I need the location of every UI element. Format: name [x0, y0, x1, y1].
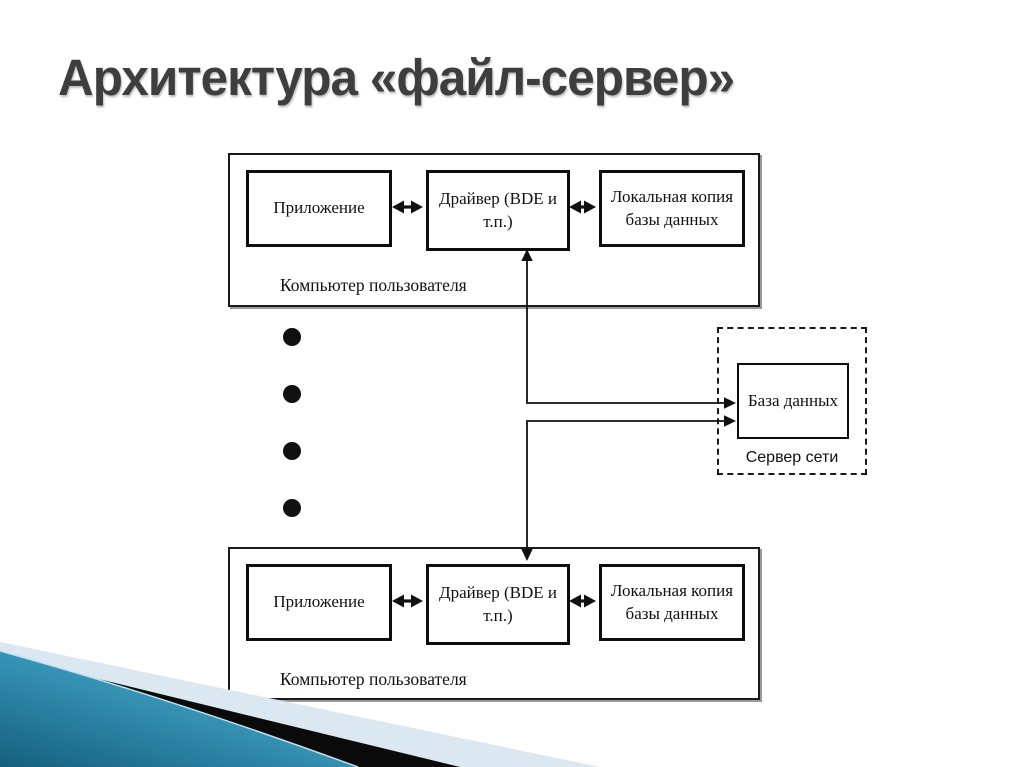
application-box-top: Приложение	[246, 170, 392, 247]
connector-bottom-driver-to-database	[521, 415, 736, 561]
database-label: База данных	[747, 390, 839, 410]
user-computer-label-top: Компьютер пользователя	[280, 275, 467, 295]
driver-box-bottom: Драйвер (BDE и т.п.)	[426, 564, 570, 645]
local-db-copy-box-bottom: Локальная копия базы данных	[599, 564, 745, 641]
local-copy-label-line2: базы данных	[625, 603, 719, 623]
local-copy-label-line1: Локальная копия	[610, 580, 734, 600]
user-computer-group-top: Приложение Драйвер (BDE и т.п.) Локальна…	[228, 153, 760, 307]
application-label: Приложение	[273, 198, 365, 218]
user-computer-group-bottom: Приложение Драйвер (BDE и т.п.) Локальна…	[228, 547, 760, 700]
database-box: База данных	[737, 363, 849, 439]
ellipsis-dot	[283, 442, 301, 460]
local-copy-label-line2: базы данных	[625, 209, 719, 229]
vertical-ellipsis-icon	[283, 328, 301, 517]
driver-label-line2: т.п.)	[483, 211, 513, 231]
driver-label-line2: т.п.)	[483, 605, 513, 625]
slide-title: Архитектура «файл-сервер»	[58, 49, 735, 106]
driver-label-line1: Драйвер (BDE и	[439, 582, 557, 602]
user-computer-label-bottom: Компьютер пользователя	[280, 669, 467, 689]
network-server-label: Сервер сети	[745, 449, 839, 466]
application-label: Приложение	[273, 592, 365, 612]
ellipsis-dot	[283, 328, 301, 346]
network-server-group: База данных Сервер сети	[717, 327, 867, 475]
ellipsis-dot	[283, 385, 301, 403]
application-box-bottom: Приложение	[246, 564, 392, 641]
local-copy-label-line1: Локальная копия	[610, 186, 734, 206]
driver-box-top: Драйвер (BDE и т.п.)	[426, 170, 570, 251]
local-db-copy-box-top: Локальная копия базы данных	[599, 170, 745, 247]
ellipsis-dot	[283, 499, 301, 517]
driver-label-line1: Драйвер (BDE и	[439, 188, 557, 208]
